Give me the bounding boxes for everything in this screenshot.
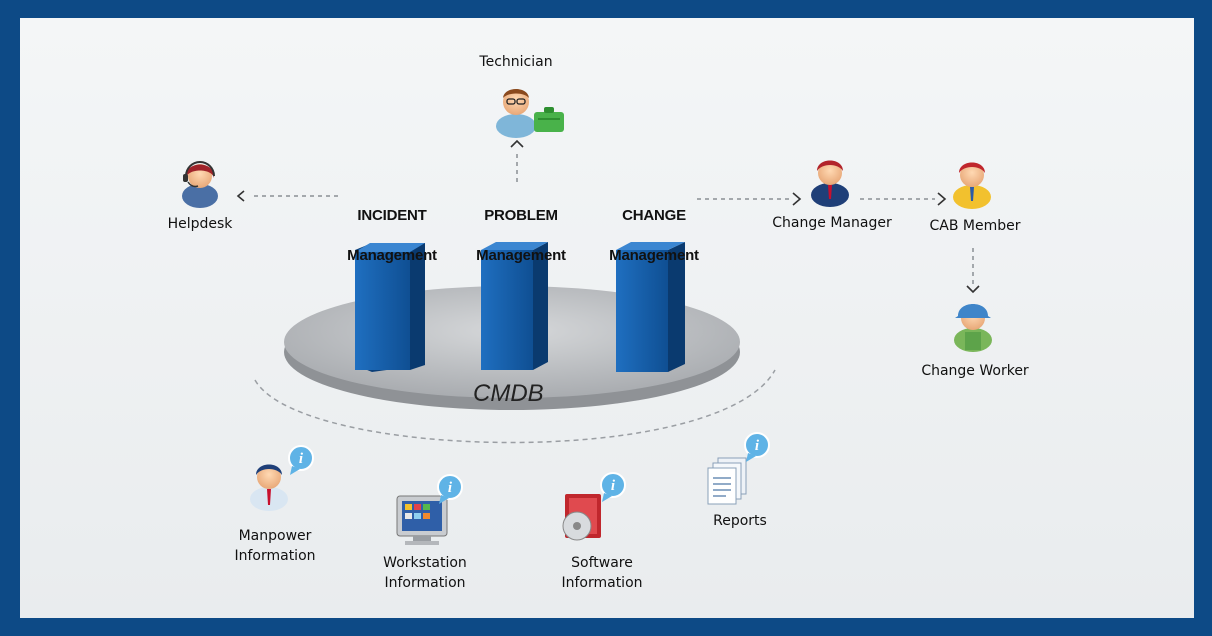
svg-text:i: i — [611, 478, 616, 494]
change-manager-icon — [811, 160, 849, 207]
change-worker-label: Change Worker — [921, 363, 1029, 379]
svg-text:i: i — [448, 480, 453, 496]
change-worker-icon — [954, 304, 992, 352]
cmdb-label: CMDB — [473, 380, 544, 407]
technician-label: Technician — [479, 54, 553, 70]
problem-subtitle: Management — [476, 247, 566, 264]
problem-title: PROBLEM — [484, 207, 558, 224]
incident-pillar — [355, 243, 425, 372]
cab-member-label: CAB Member — [929, 218, 1021, 234]
workstation-info-label: Workstation Information — [383, 555, 467, 591]
change-subtitle: Management — [609, 247, 699, 264]
info-arc-connector — [254, 369, 776, 444]
info-icon: i — [288, 445, 314, 475]
incident-module-label: INCIDENT Management — [332, 186, 452, 286]
change-pillar — [616, 242, 685, 372]
manpower-icon — [250, 464, 288, 511]
info-icon: i — [744, 432, 770, 462]
manpower-info-label: Manpower Information — [234, 528, 316, 564]
change-manager-label: Change Manager — [772, 215, 892, 231]
technician-icon — [496, 89, 564, 138]
svg-text:i: i — [299, 451, 304, 467]
helpdesk-label: Helpdesk — [167, 216, 233, 232]
reports-icon — [707, 457, 747, 505]
workstation-icon — [396, 495, 448, 545]
incident-title: INCIDENT — [357, 207, 427, 224]
helpdesk-icon — [182, 161, 218, 208]
software-icon — [562, 494, 601, 541]
arrow-change-worker — [966, 285, 980, 294]
change-module-label: CHANGE Management — [594, 186, 714, 286]
arrow-helpdesk — [236, 190, 245, 202]
connectors — [250, 152, 974, 284]
reports-label: Reports — [713, 513, 767, 529]
problem-pillar — [481, 242, 548, 370]
arrow-technician — [510, 139, 524, 148]
cab-member-icon — [953, 162, 991, 209]
info-icon: i — [600, 472, 626, 502]
problem-module-label: PROBLEM Management — [461, 186, 581, 286]
svg-text:i: i — [755, 438, 760, 454]
arrow-change-manager — [792, 192, 802, 206]
arrow-cab-member — [937, 192, 947, 206]
incident-subtitle: Management — [347, 247, 437, 264]
info-icon: i — [437, 474, 463, 504]
change-title: CHANGE — [622, 207, 686, 224]
software-info-label: Software Information — [561, 555, 643, 591]
